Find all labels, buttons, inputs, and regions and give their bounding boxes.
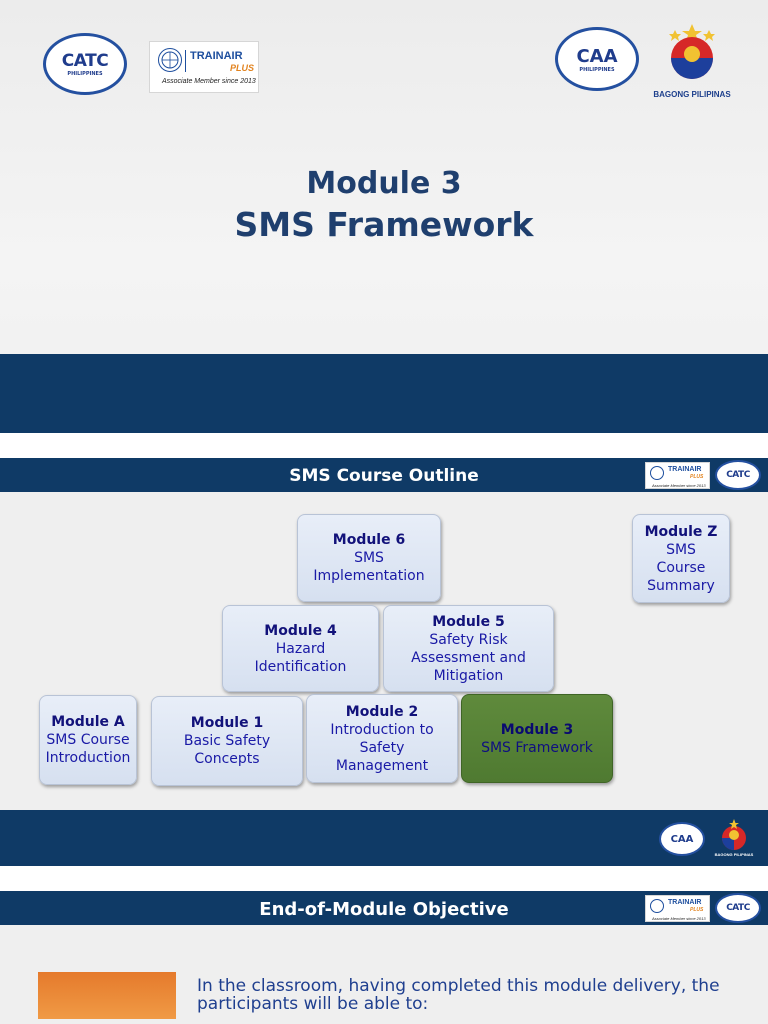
trainair-plus-logo: TRAINAIR PLUS Associate Member since 201… bbox=[149, 41, 259, 93]
catc-ring-text: PHILIPPINES bbox=[67, 71, 103, 77]
objective-slide: End-of-Module Objective TRAINAIR PLUS As… bbox=[0, 891, 768, 1024]
course-outline-band bbox=[0, 810, 768, 866]
band-bagong-pilipinas-text: BAGONG PILIPINAS bbox=[714, 852, 754, 857]
module-a-box: Module A SMS Course Introduction bbox=[39, 695, 137, 785]
band-caa-text: CAA bbox=[670, 833, 694, 845]
objective-trainair-name: TRAINAIR bbox=[668, 899, 702, 906]
caa-ring-text: PHILIPPINES bbox=[579, 66, 615, 73]
band-bagong-pilipinas-icon bbox=[722, 819, 746, 850]
catc-logo: CATC PHILIPPINES bbox=[43, 33, 127, 95]
header-trainair-sub: Associate Member since 2013 bbox=[652, 483, 706, 488]
objective-title: End-of-Module Objective bbox=[259, 899, 509, 920]
caa-logo-text: CAA bbox=[576, 45, 618, 67]
objective-text-line-2: participants will be able to: bbox=[197, 994, 429, 1014]
header-trainair-name: TRAINAIR bbox=[668, 466, 702, 473]
objective-trainair-logo: TRAINAIR PLUS Associate Member since 201… bbox=[645, 895, 710, 922]
module-2-box: Module 2 Introduction to Safety Manageme… bbox=[306, 694, 458, 783]
module-1-line-1: Basic Safety bbox=[183, 733, 271, 749]
objective-icao-icon bbox=[650, 899, 664, 913]
module-a-line-2: Introduction bbox=[45, 750, 131, 766]
band-bagong-pilipinas-logo: BAGONG PILIPINAS bbox=[712, 818, 756, 862]
trainair-name: TRAINAIR bbox=[190, 50, 243, 62]
module-6-line: SMS Implementation bbox=[313, 550, 425, 584]
module-5-line-1: Safety Risk bbox=[429, 631, 508, 648]
title-slide-band bbox=[0, 354, 768, 433]
bagong-pilipinas-logo: BAGONG PILIPINAS bbox=[653, 22, 735, 102]
trainair-plus-text: PLUS bbox=[230, 63, 255, 73]
header-icao-icon bbox=[650, 466, 664, 480]
slide-title-line-1: Module 3 bbox=[306, 166, 462, 201]
module-z-line-2: Course bbox=[656, 559, 706, 576]
course-outline-title: SMS Course Outline bbox=[289, 466, 479, 486]
module-1-title: Module 1 bbox=[190, 715, 264, 731]
objective-trainair-sub: Associate Member since 2013 bbox=[652, 916, 706, 921]
module-z-title: Module Z bbox=[644, 523, 718, 540]
module-4-box: Module 4 Hazard Identification bbox=[222, 605, 379, 692]
objective-trainair-plus: PLUS bbox=[690, 907, 704, 913]
module-a-line-1: SMS Course bbox=[46, 732, 130, 748]
module-2-line-2: Safety bbox=[359, 739, 405, 756]
module-4-line-1: Hazard bbox=[275, 640, 326, 657]
trainair-member-text: Associate Member since 2013 bbox=[162, 78, 256, 85]
objective-catc-logo: CATC bbox=[715, 893, 761, 923]
objective-header: End-of-Module Objective bbox=[0, 891, 768, 925]
bagong-pilipinas-text: BAGONG PILIPINAS bbox=[653, 90, 731, 99]
icao-emblem-icon bbox=[158, 48, 182, 72]
module-6-box: Module 6 SMS Implementation bbox=[297, 514, 441, 602]
module-5-line-3: Mitigation bbox=[433, 667, 504, 684]
module-z-box: Module Z SMS Course Summary bbox=[632, 514, 730, 603]
module-1-box: Module 1 Basic Safety Concepts bbox=[151, 696, 303, 786]
header-trainair-plus: PLUS bbox=[690, 474, 704, 480]
catc-logo-text: CATC bbox=[61, 51, 109, 71]
caa-logo: CAA PHILIPPINES bbox=[555, 27, 639, 91]
course-outline-header: SMS Course Outline bbox=[0, 458, 768, 492]
slide-title-line-2: SMS Framework bbox=[234, 205, 534, 244]
module-4-title: Module 4 bbox=[264, 622, 337, 639]
header-trainair-logo: TRAINAIR PLUS Associate Member since 201… bbox=[645, 462, 710, 489]
module-5-line-2: Assessment and bbox=[411, 649, 526, 666]
title-slide: CATC PHILIPPINES TRAINAIR PLUS Associate… bbox=[0, 0, 768, 433]
module-z-line-3: Summary bbox=[647, 577, 715, 594]
objective-text-line-1: In the classroom, having completed this … bbox=[197, 976, 720, 996]
module-3-line: SMS Framework bbox=[481, 739, 593, 756]
module-2-title: Module 2 bbox=[345, 703, 419, 720]
module-4-line-2: Identification bbox=[254, 658, 347, 675]
module-a-title: Module A bbox=[51, 714, 125, 730]
band-caa-logo: CAA bbox=[659, 822, 705, 856]
objective-accent-block bbox=[38, 972, 176, 1019]
module-1-line-2: Concepts bbox=[194, 751, 260, 767]
objective-catc-text: CATC bbox=[726, 903, 750, 913]
header-catc-logo: CATC bbox=[715, 460, 761, 490]
module-5-box: Module 5 Safety Risk Assessment and Miti… bbox=[383, 605, 554, 692]
header-catc-text: CATC bbox=[726, 470, 750, 480]
module-5-title: Module 5 bbox=[432, 613, 505, 630]
module-2-line-1: Introduction to bbox=[330, 721, 434, 738]
module-2-line-3: Management bbox=[335, 757, 429, 774]
module-3-box: Module 3 SMS Framework bbox=[461, 694, 613, 783]
module-6-title: Module 6 bbox=[332, 532, 406, 548]
module-3-title: Module 3 bbox=[500, 721, 574, 738]
course-outline-slide: SMS Course Outline TRAINAIR PLUS Associa… bbox=[0, 458, 768, 866]
module-z-line-1: SMS bbox=[666, 541, 696, 558]
bagong-pilipinas-emblem-icon bbox=[669, 24, 715, 79]
